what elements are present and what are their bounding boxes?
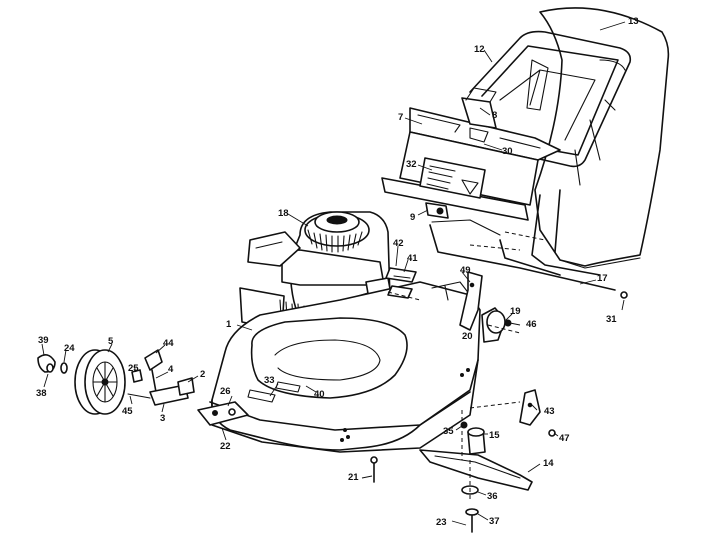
callout-25: 25 bbox=[128, 363, 139, 374]
callout-5: 5 bbox=[108, 336, 114, 347]
callout-38: 38 bbox=[36, 388, 47, 399]
deck-decal bbox=[385, 267, 417, 299]
warning-label bbox=[419, 157, 486, 199]
callout-7: 7 bbox=[398, 112, 403, 123]
cutting-blade bbox=[370, 421, 533, 533]
height-adjuster bbox=[127, 349, 195, 406]
rear-axle-bracket bbox=[519, 389, 556, 437]
callout-9: 9 bbox=[410, 212, 415, 223]
callout-45: 45 bbox=[122, 406, 133, 417]
rear-flap bbox=[381, 87, 561, 221]
callout-44: 44 bbox=[163, 338, 174, 349]
callout-21: 21 bbox=[348, 472, 359, 483]
callout-17: 17 bbox=[597, 273, 608, 284]
callout-13: 13 bbox=[628, 16, 639, 27]
callout-26: 26 bbox=[220, 386, 231, 397]
rear-hinge-bracket bbox=[459, 271, 483, 331]
callout-4: 4 bbox=[168, 364, 174, 375]
callout-49: 49 bbox=[460, 265, 471, 276]
callout-1: 1 bbox=[226, 319, 232, 330]
flap-clip bbox=[425, 202, 449, 219]
mower-deck bbox=[209, 281, 481, 453]
callout-36: 36 bbox=[487, 491, 498, 502]
hub-cap bbox=[37, 354, 68, 374]
front-wheel bbox=[74, 349, 126, 415]
callout-47: 47 bbox=[559, 433, 570, 444]
callout-20: 20 bbox=[462, 331, 473, 342]
callout-37: 37 bbox=[489, 516, 500, 527]
flap-rod bbox=[429, 219, 628, 299]
callout-22: 22 bbox=[220, 441, 231, 452]
callout-19: 19 bbox=[510, 306, 521, 317]
callout-12: 12 bbox=[474, 44, 485, 55]
callout-35: 35 bbox=[443, 426, 454, 437]
callout-24: 24 bbox=[64, 343, 75, 354]
callout-33: 33 bbox=[264, 375, 275, 386]
callout-31: 31 bbox=[606, 314, 617, 325]
callout-23: 23 bbox=[436, 517, 447, 528]
callout-41: 41 bbox=[407, 253, 418, 264]
callout-30: 30 bbox=[502, 146, 513, 157]
callout-2: 2 bbox=[200, 369, 205, 380]
callout-3: 3 bbox=[160, 413, 165, 424]
callout-39: 39 bbox=[38, 335, 49, 346]
callout-46: 46 bbox=[526, 319, 537, 330]
callout-labels: 13 12 7 8 30 32 9 18 42 41 49 17 31 19 4… bbox=[36, 16, 639, 528]
callout-43: 43 bbox=[544, 406, 555, 417]
grass-catcher-bag bbox=[534, 7, 670, 269]
callout-15: 15 bbox=[489, 430, 500, 441]
callout-42: 42 bbox=[393, 238, 404, 249]
callout-8: 8 bbox=[492, 110, 497, 121]
callout-32: 32 bbox=[406, 159, 417, 170]
callout-14: 14 bbox=[543, 458, 554, 469]
callout-40: 40 bbox=[314, 389, 325, 400]
front-axle-bracket bbox=[197, 401, 249, 426]
leader-lines bbox=[41, 21, 626, 526]
assembly-lines bbox=[387, 291, 521, 500]
rear-wheel-hub bbox=[481, 307, 512, 343]
callout-18: 18 bbox=[278, 208, 289, 219]
